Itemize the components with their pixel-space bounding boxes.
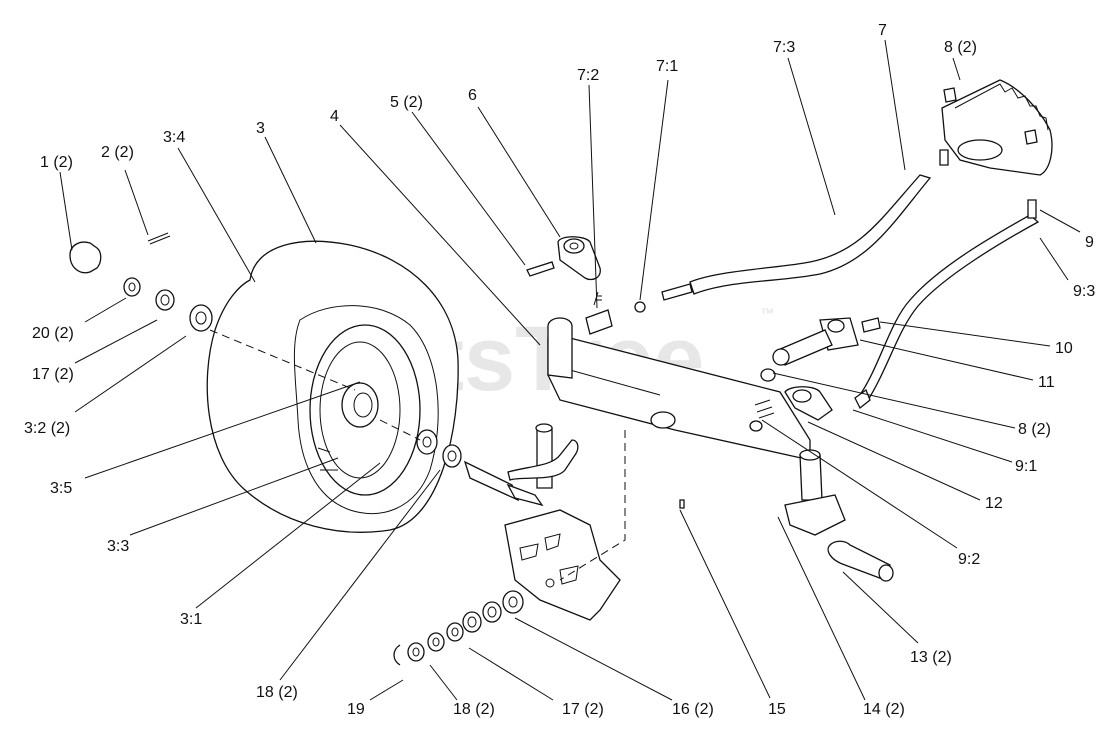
label-3: 3: [256, 120, 265, 137]
label-2: 2 (2): [101, 144, 134, 161]
label-4: 4: [330, 108, 339, 125]
label-13: 13 (2): [910, 649, 952, 666]
label-19: 19: [347, 701, 365, 718]
label-11: 11: [1038, 374, 1055, 391]
label-5: 5 (2): [390, 94, 423, 111]
label-3-3: 3:3: [107, 538, 129, 555]
label-18-left: 18 (2): [256, 684, 298, 701]
label-12: 12: [985, 495, 1003, 512]
label-8-mid: 8 (2): [1018, 421, 1051, 438]
label-7: 7: [878, 22, 887, 39]
axle-pivot-pin: [679, 499, 685, 509]
label-7-2: 7:2: [577, 67, 599, 84]
label-3-2: 3:2 (2): [24, 420, 70, 437]
right-spindle: [784, 449, 894, 582]
hub-cap-group: [69, 232, 213, 332]
left-spindle: [463, 423, 579, 507]
mounting-plate: [504, 509, 621, 621]
tie-rod-ends: [585, 283, 693, 335]
label-9-1: 9:1: [1015, 458, 1037, 475]
label-14: 14 (2): [863, 701, 905, 718]
axle-spacers: [416, 429, 462, 468]
pivot-bracket: [772, 317, 881, 366]
label-10: 10: [1055, 340, 1073, 357]
label-1: 1 (2): [40, 154, 73, 171]
label-7-1: 7:1: [656, 58, 678, 75]
label-3-4: 3:4: [163, 129, 185, 146]
label-3-1: 3:1: [180, 611, 202, 628]
alignment-lines: [209, 329, 626, 581]
tire-assembly: [206, 240, 459, 533]
label-16: 16 (2): [672, 701, 714, 718]
label-6: 6: [468, 87, 477, 104]
label-18-bottom: 18 (2): [453, 701, 495, 718]
washer-stack: [393, 590, 524, 666]
label-15: 15: [768, 701, 786, 718]
label-3-5: 3:5: [50, 480, 72, 497]
leader-lines: [59, 39, 1081, 701]
label-7-3: 7:3: [773, 39, 795, 56]
label-8-top: 8 (2): [944, 39, 977, 56]
label-17-left: 17 (2): [32, 366, 74, 383]
watermark-trademark: ™: [760, 305, 774, 321]
label-20: 20 (2): [32, 325, 74, 342]
label-9: 9: [1085, 234, 1094, 251]
label-9-2: 9:2: [958, 551, 980, 568]
right-steering-arm: [749, 368, 833, 432]
part-callouts: 1 (2) 2 (2) 3:4 3 4 5 (2) 6 7:2 7:1 7:3 …: [24, 22, 1095, 718]
label-9-3: 9:3: [1073, 283, 1095, 300]
drag-link-and-sector-gear: [689, 79, 1053, 295]
label-17-bottom: 17 (2): [562, 701, 604, 718]
steering-arm: [526, 236, 601, 281]
